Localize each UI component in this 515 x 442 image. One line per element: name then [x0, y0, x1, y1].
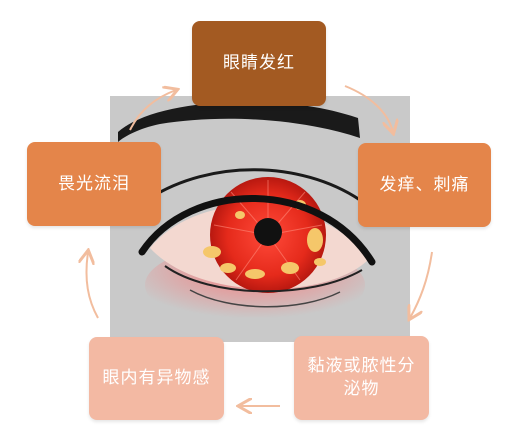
lower-eyelid	[164, 265, 363, 293]
symptom-label: 眼内有异物感	[102, 368, 211, 389]
symptom-label: 发痒、刺痛	[379, 174, 470, 195]
symptom-label: 眼睛发红	[223, 53, 295, 74]
symptom-box-discharge: 黏液或脓性分泌物	[294, 336, 429, 420]
eyelid-crease	[149, 168, 361, 202]
symptom-box-eye-redness: 眼睛发红	[192, 21, 326, 106]
arrow-right-to-bottom-right	[410, 251, 433, 318]
upper-eyelid	[138, 195, 376, 266]
symptom-label: 畏光流泪	[58, 173, 130, 194]
symptom-label: 黏液或脓性分泌物	[307, 356, 416, 399]
lower-eyelid-fold	[189, 289, 341, 308]
symptom-box-itching-stinging: 发痒、刺痛	[358, 143, 491, 227]
eyebrow	[118, 101, 360, 142]
symptom-box-foreign-body-sensation: 眼内有异物感	[89, 337, 224, 420]
pupil	[254, 218, 282, 246]
arrow-bottom-left-to-left	[86, 252, 99, 319]
symptom-box-photophobia-tearing: 畏光流泪	[27, 142, 161, 226]
arrow-left-to-top	[129, 90, 176, 131]
arrow-top-to-right	[344, 85, 393, 132]
